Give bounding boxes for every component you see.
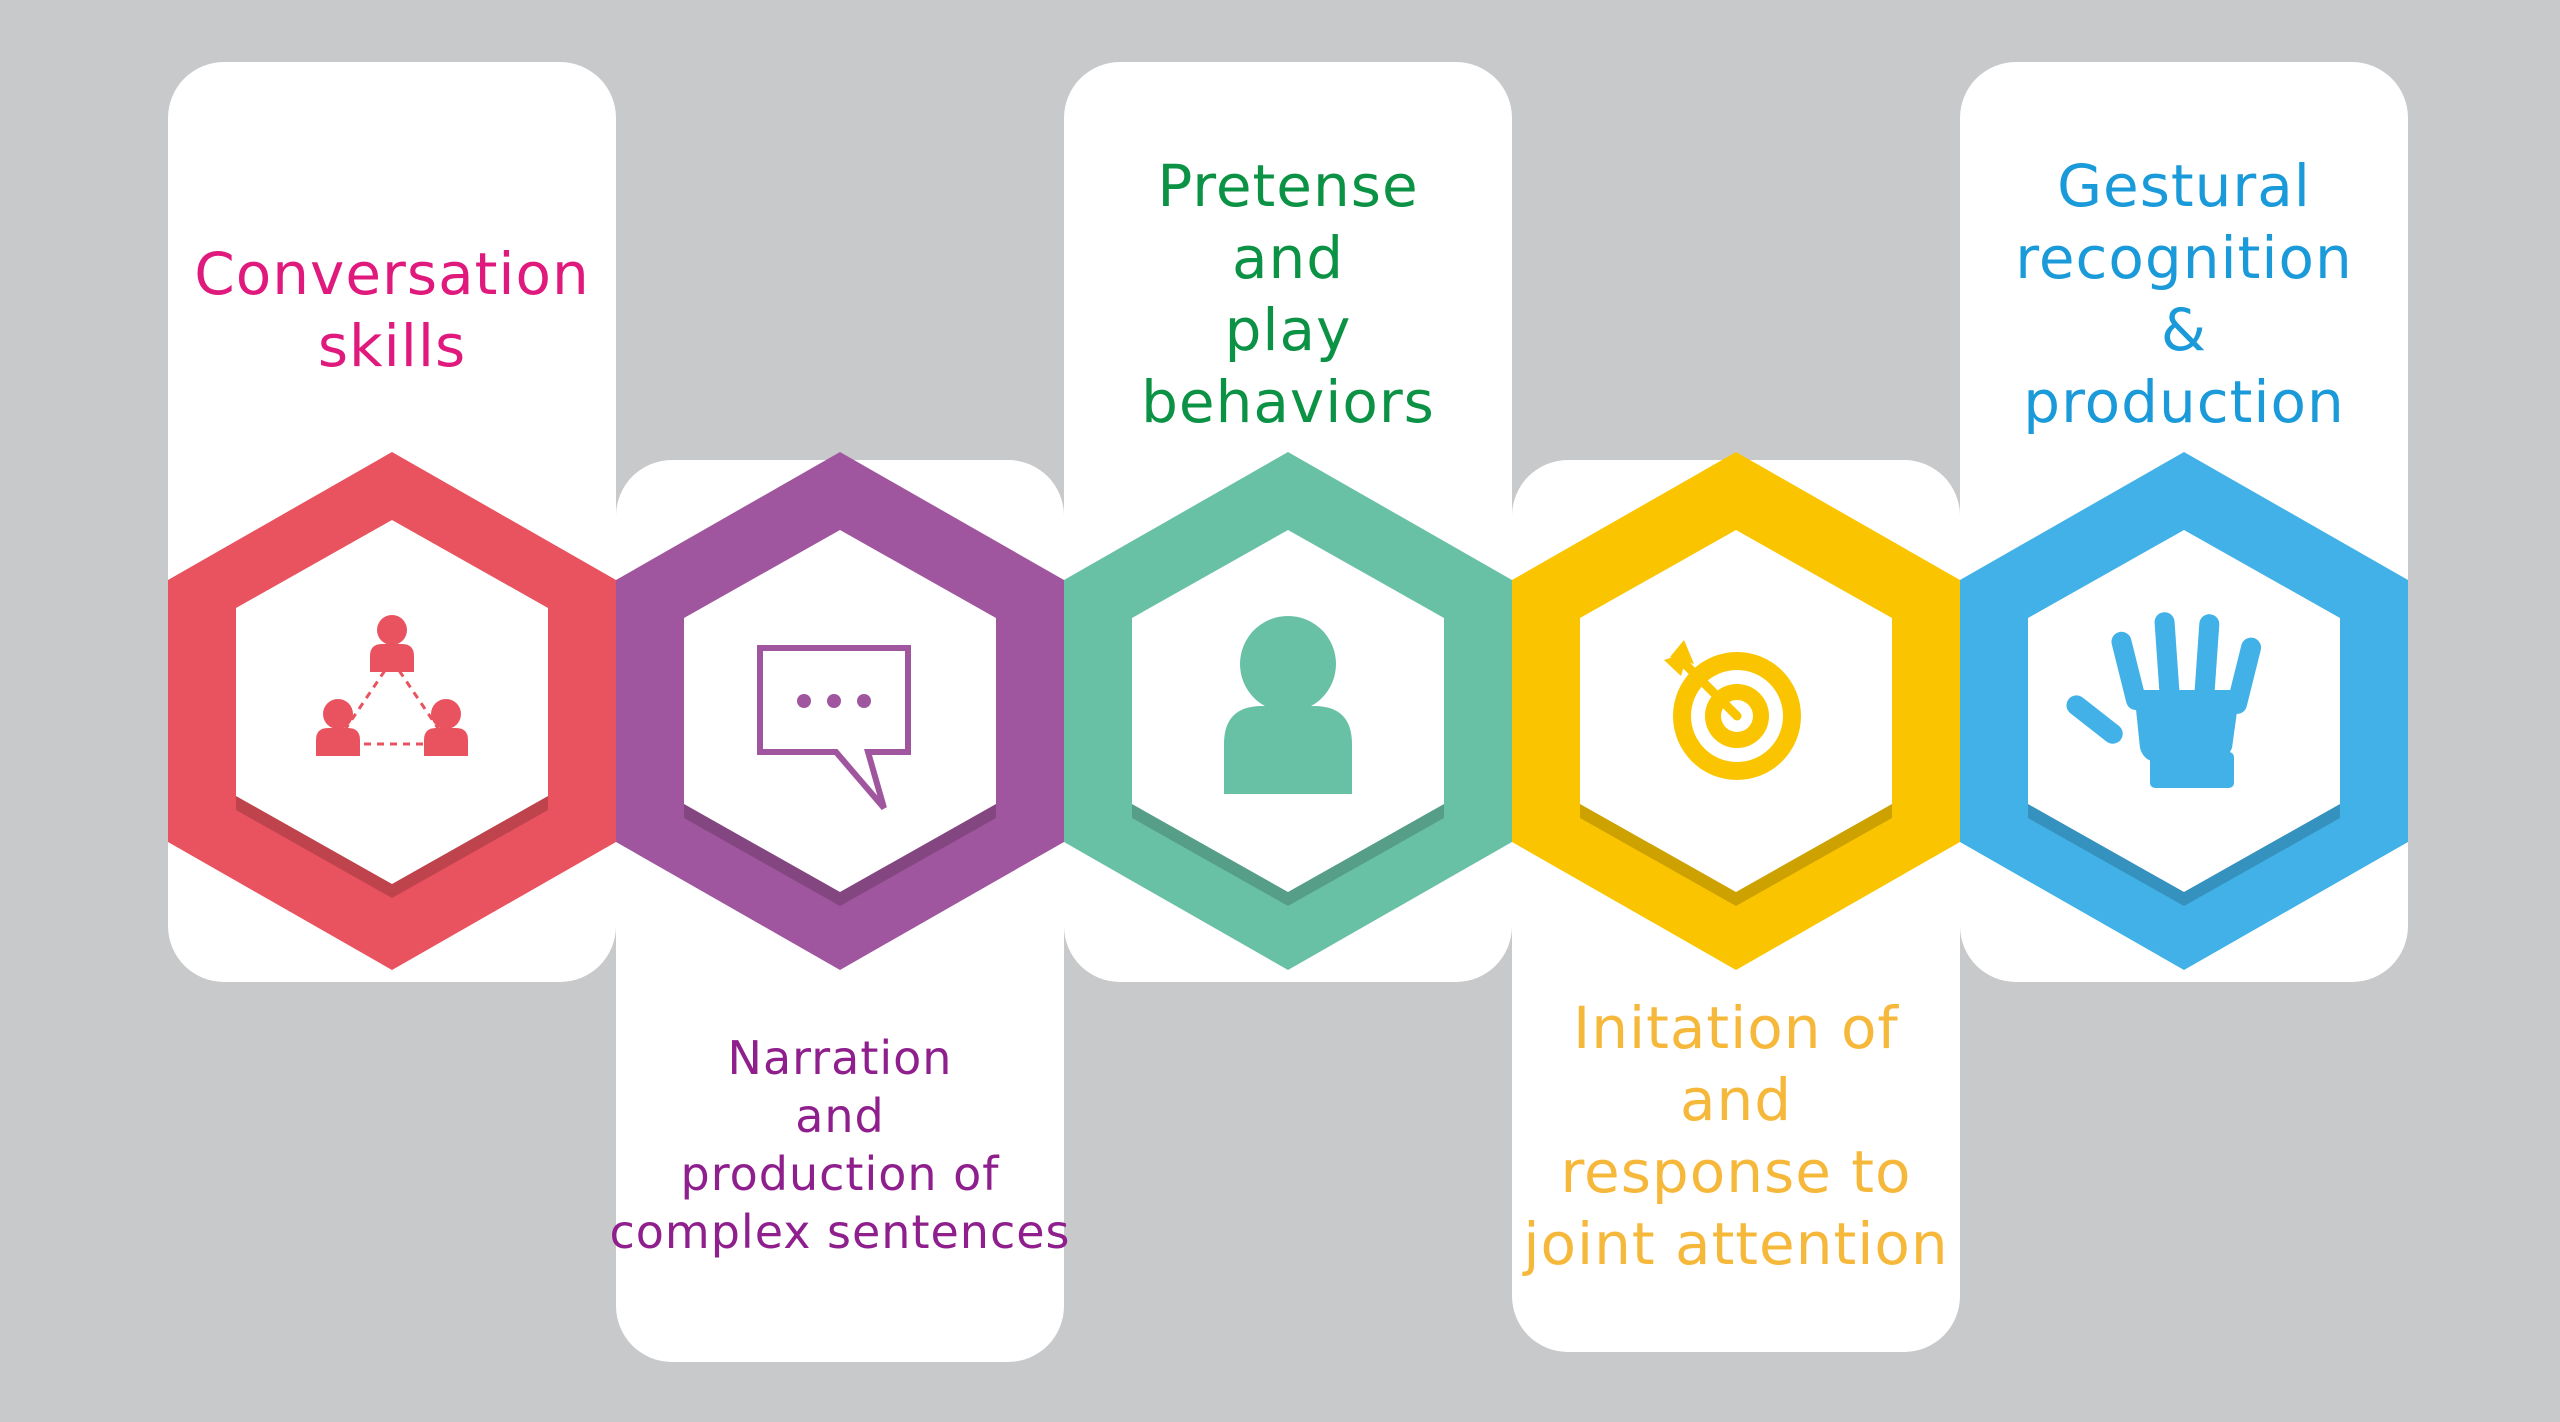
label-line: behaviors <box>1141 368 1435 436</box>
label-line: & <box>2160 296 2208 364</box>
label-gestural: Gestural recognition & production <box>1960 148 2408 440</box>
people-network-icon <box>316 615 468 756</box>
label-line: and <box>1231 224 1345 292</box>
hexagon-narration <box>616 452 1064 970</box>
label-line: production <box>2023 368 2345 436</box>
label-line: recognition <box>2015 224 2353 292</box>
hexagon-pretense <box>1064 452 1512 970</box>
label-pretense: Pretense and play behaviors <box>1064 148 1512 440</box>
hexagon-inner <box>684 530 996 892</box>
person-icon <box>1224 616 1352 794</box>
label-narration: Narration and production of complex sent… <box>600 1015 1080 1275</box>
hand-icon <box>2066 612 2262 788</box>
label-line: Initation of <box>1573 994 1899 1062</box>
label-line: complex sentences <box>609 1205 1071 1259</box>
label-line: Pretense <box>1157 152 1419 220</box>
label-line: Conversation <box>194 240 590 308</box>
label-line: Narration <box>727 1031 953 1085</box>
label-line: production of <box>680 1147 1000 1201</box>
label-line: joint attention <box>1523 1210 1949 1278</box>
label-line: and <box>795 1089 885 1143</box>
label-line: skills <box>317 312 467 380</box>
label-line: Gestural <box>2057 152 2311 220</box>
label-conversation: Conversation skills <box>168 190 616 430</box>
hexagon-inner <box>236 520 548 884</box>
hexagon-joint-attention <box>1512 452 1960 970</box>
speech-bubble-icon <box>757 645 911 810</box>
label-joint-attention: Initation of and response to joint atten… <box>1500 990 1972 1282</box>
hexagon-conversation <box>168 452 616 970</box>
hexagon-gestural <box>1960 452 2408 970</box>
label-line: response to <box>1560 1138 1912 1206</box>
label-line: play <box>1224 296 1352 364</box>
target-arrow-icon <box>1664 640 1801 780</box>
label-line: and <box>1679 1066 1793 1134</box>
